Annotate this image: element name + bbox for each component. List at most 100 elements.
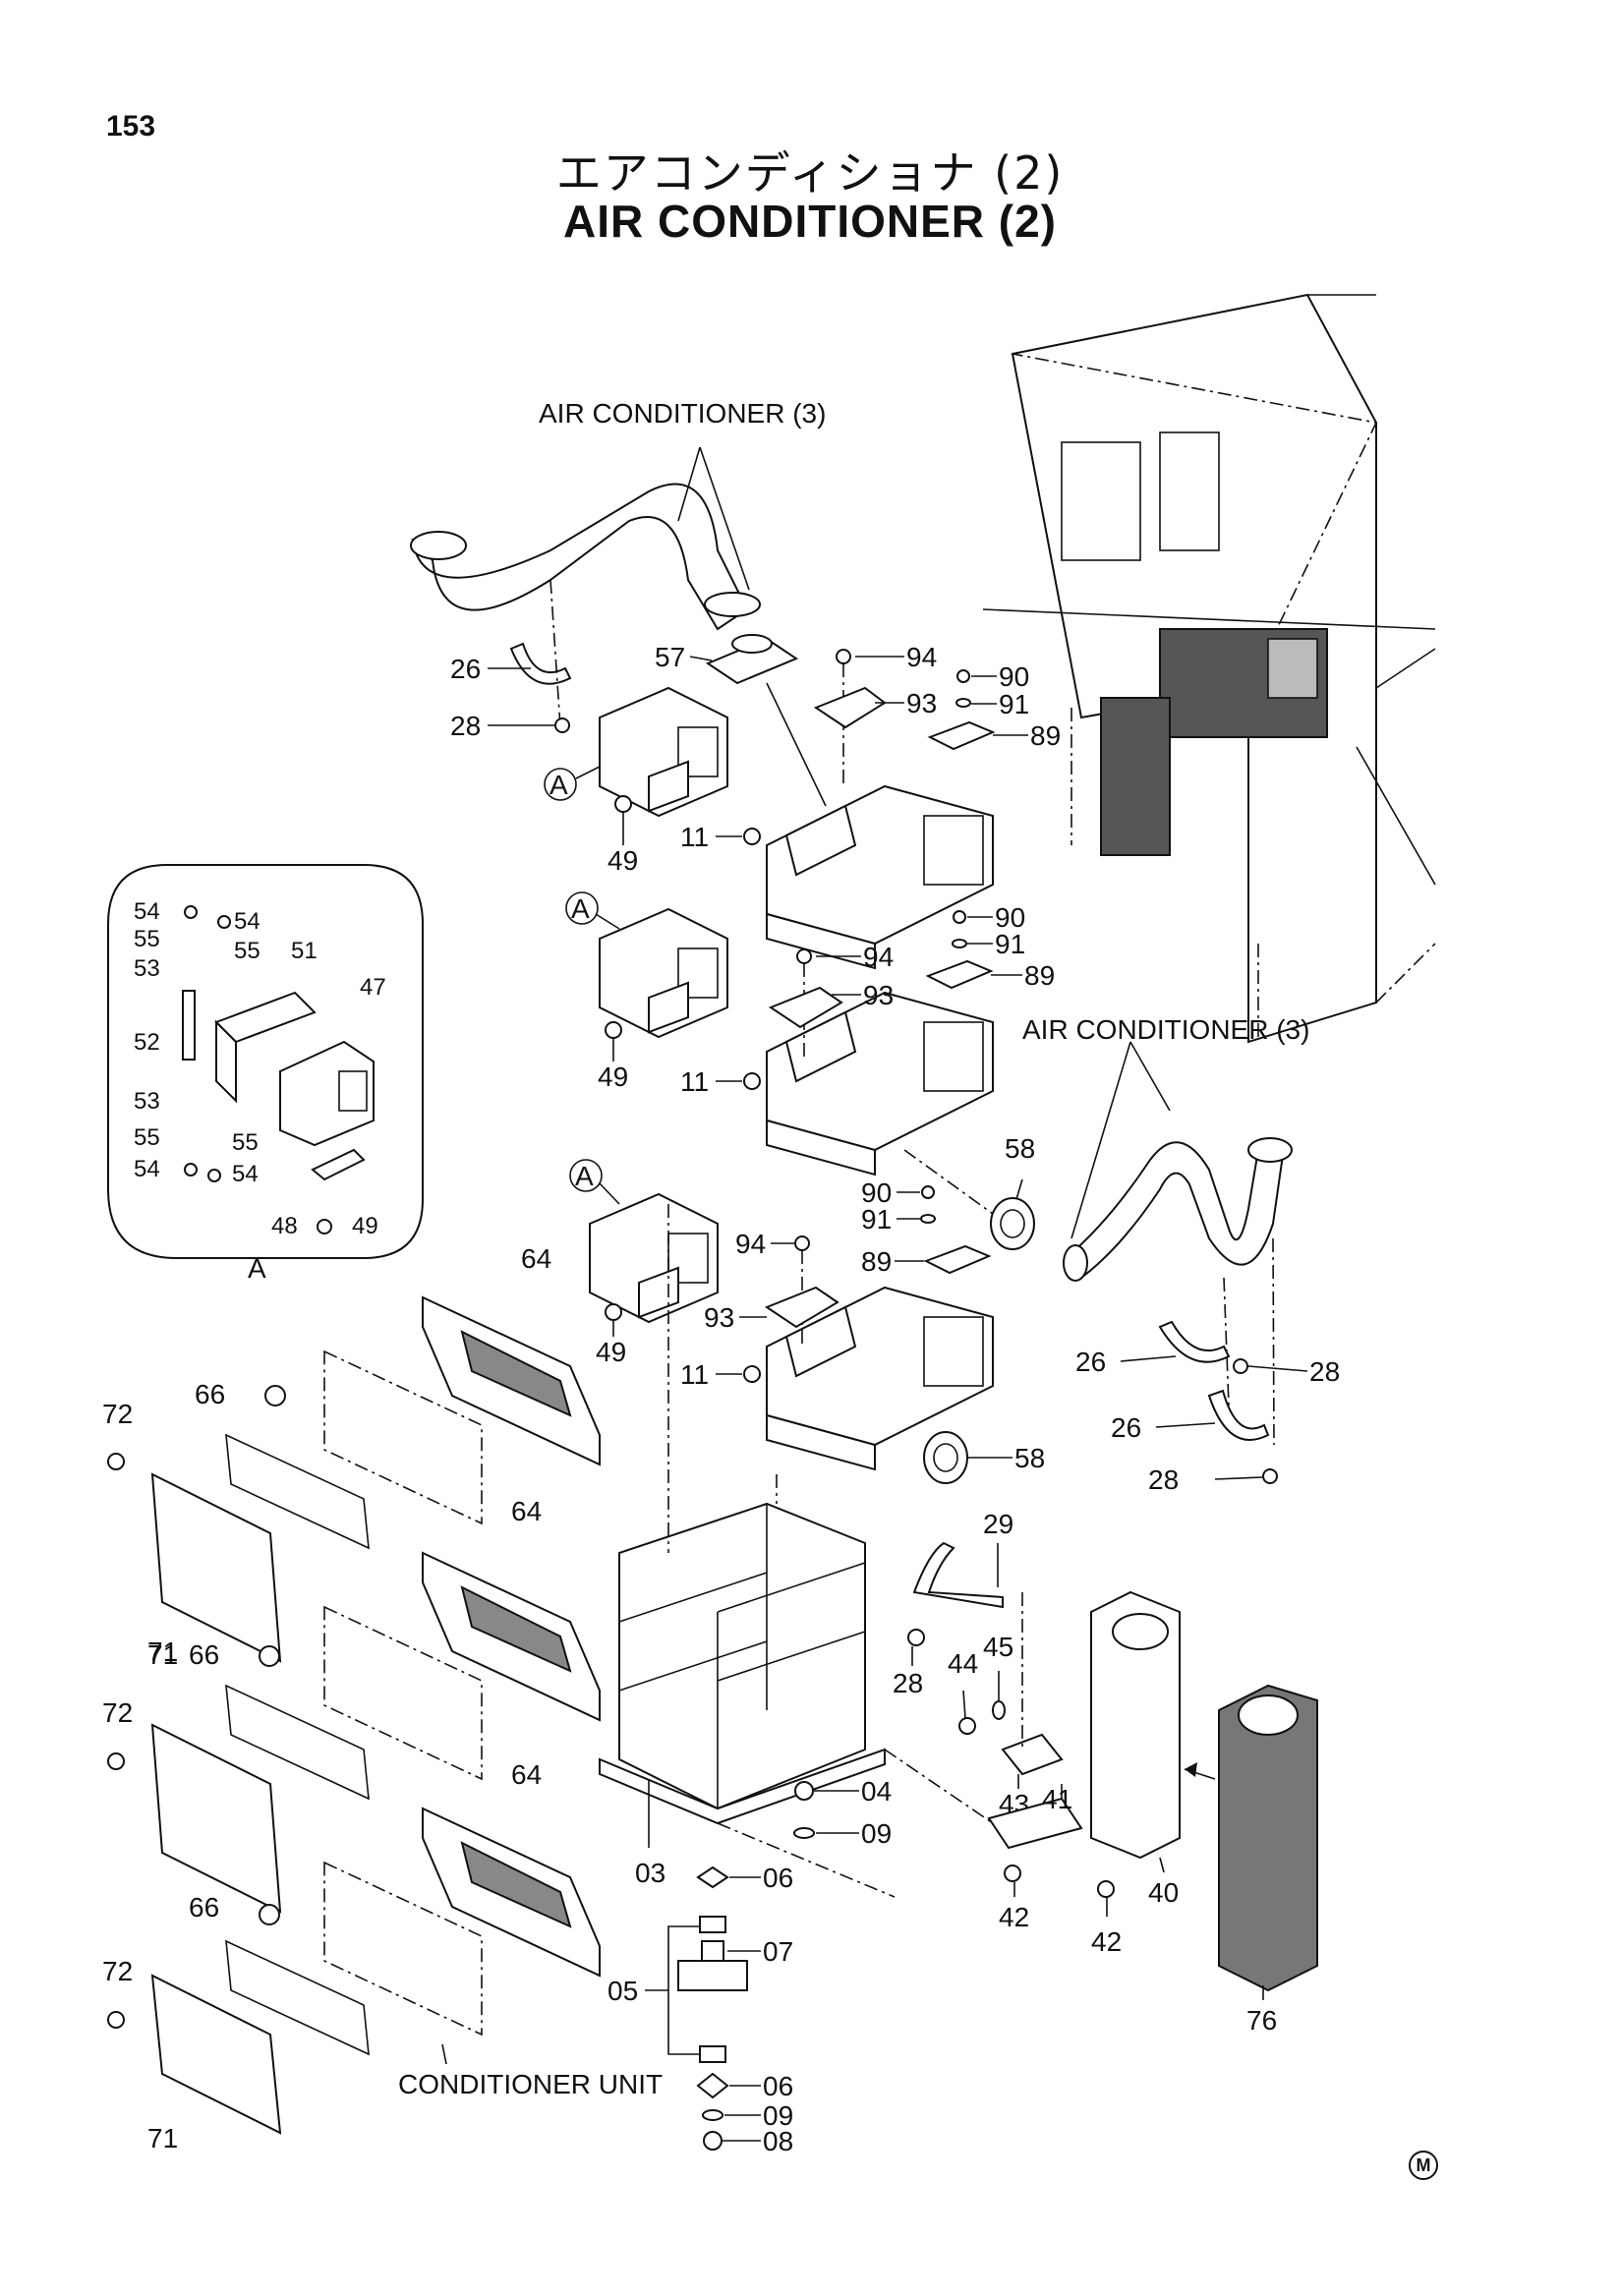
label-90: 90 [861,1177,892,1208]
label-06: 06 [763,2071,793,2101]
label-03: 03 [635,1858,665,1888]
label-55: 55 [134,926,160,952]
label-11: 11 [680,1359,709,1390]
label-54: 54 [134,1156,160,1182]
detail-ref-a: A [571,893,590,924]
duct-76: 76 [1184,1684,1318,2036]
label-72: 72 [102,1956,133,1986]
label-55: 55 [232,1129,259,1156]
label-64: 64 [511,1496,542,1526]
hose-29-group: 29 28 44 45 [893,1509,1013,1735]
label-72: 72 [102,1697,133,1728]
blower-a-mid: 49 A [565,891,728,1092]
clamp-26-top: 26 28 [450,579,572,741]
evaporator-units [766,784,994,1471]
label-66: 66 [195,1379,225,1409]
mount-parts: 04 09 06 07 05 06 09 08 [608,1776,892,2156]
evaporator-top [766,784,994,970]
label-71: 71 [147,1639,178,1670]
label-26: 26 [1111,1412,1141,1443]
label-58: 58 [1014,1443,1045,1473]
label-53: 53 [134,955,160,982]
label-66: 66 [189,1892,219,1923]
detail-ref-a: A [550,770,568,800]
duct-right: AIR CONDITIONER (3) [1022,1014,1309,1446]
label-94: 94 [735,1229,766,1259]
label-06: 06 [763,1863,793,1893]
label-64: 64 [521,1243,551,1274]
filter-set-2: 64 66 72 71 [102,1496,601,1914]
label-89: 89 [1024,960,1055,991]
page-title: AIR CONDITIONER (2) [563,196,1057,247]
label-28: 28 [1309,1356,1340,1387]
label-49: 49 [608,845,638,876]
frame-03: 03 [599,1204,896,1898]
callout-air-conditioner-3-top: AIR CONDITIONER (3) [539,398,826,429]
page-title-japanese: エアコンディショナ (2) [555,146,1065,200]
label-48: 48 [271,1213,298,1239]
label-53: 53 [134,1088,160,1115]
label-54: 54 [232,1161,259,1187]
label-93: 93 [863,980,894,1010]
installed-unit [1100,628,1328,856]
duct-40-group: 43 41 40 42 42 [884,1590,1181,1957]
detail-ref-a: A [575,1161,594,1191]
label-94: 94 [906,642,937,672]
label-91: 91 [999,689,1029,719]
evaporator-mid [766,991,994,1177]
detail-view-label: A [248,1253,266,1284]
label-11: 11 [680,822,709,852]
fitting-58-low: 58 [923,1431,1045,1484]
label-66: 66 [189,1639,219,1670]
label-49: 49 [598,1062,628,1092]
detail-view-a: A 54 54 55 55 51 53 47 52 53 55 55 54 54… [107,864,424,1284]
callout-conditioner-unit: CONDITIONER UNIT [398,2069,663,2099]
bracket-group-low: 90 91 89 94 93 11 [680,1177,992,1390]
label-55: 55 [134,1124,160,1151]
label-49: 49 [352,1213,378,1239]
label-07: 07 [763,1936,793,1967]
label-71: 71 [147,1636,178,1667]
label-57: 57 [655,642,685,672]
blower-a-low: 49 A [569,1159,719,1367]
label-29: 29 [983,1509,1013,1539]
label-11: 11 [680,1066,709,1097]
label-09: 09 [763,2100,793,2131]
label-26: 26 [1075,1347,1106,1377]
label-28: 28 [450,711,481,741]
callout-air-conditioner-3-right: AIR CONDITIONER (3) [1022,1014,1309,1045]
label-89: 89 [861,1246,892,1277]
label-04: 04 [861,1776,892,1807]
label-71: 71 [147,2123,178,2153]
label-89: 89 [1030,720,1061,751]
label-94: 94 [863,942,894,972]
label-54: 54 [234,908,260,935]
label-44: 44 [948,1648,978,1679]
filter-set-1: 64 66 72 71 [102,1243,601,1667]
page-marker: M [1409,2151,1438,2180]
label-09: 09 [861,1818,892,1849]
bracket-group-mid: 94 93 90 91 89 11 [680,902,1055,1097]
label-42: 42 [1091,1926,1122,1957]
label-90: 90 [995,902,1025,933]
fitting-58-top: 58 [903,1133,1035,1250]
label-55: 55 [234,938,260,964]
label-49: 49 [596,1337,626,1367]
label-28: 28 [893,1668,923,1698]
label-54: 54 [134,898,160,925]
label-28: 28 [1148,1464,1179,1495]
duct-top: AIR CONDITIONER (3) [410,398,826,631]
bracket-group-top: 94 93 90 91 89 11 [680,642,1061,852]
filter-set-3: 64 66 72 71 [102,1759,601,2153]
label-47: 47 [360,974,386,1001]
label-93: 93 [906,688,937,718]
label-58: 58 [1005,1133,1035,1164]
page-number: 153 [106,110,156,143]
label-91: 91 [861,1204,892,1234]
blower-a-top: 49 A [544,686,728,876]
label-08: 08 [763,2126,793,2156]
label-90: 90 [999,661,1029,692]
label-76: 76 [1246,2005,1277,2036]
label-52: 52 [134,1029,160,1056]
